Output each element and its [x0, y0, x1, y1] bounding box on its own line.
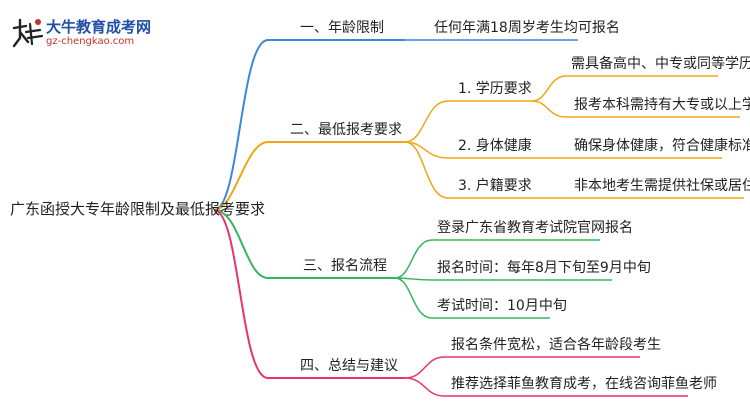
- connector-b4-c1: [404, 356, 445, 379]
- connector-b4-c2: [404, 377, 445, 397]
- branch-summary: 四、总结与建议: [300, 358, 398, 374]
- branch-registration-process: 三、报名流程: [303, 258, 387, 274]
- connector-b2-c1-g2: [531, 100, 567, 118]
- leaf-health-standard: 确保身体健康，符合健康标准: [574, 138, 750, 154]
- connector-b3-c1: [394, 239, 433, 279]
- node-hukou: 3. 户籍要求: [458, 178, 532, 194]
- node-recommend-feiyu: 推荐选择菲鱼教育成考，在线咨询菲鱼老师: [451, 376, 717, 392]
- logo-title: 大牛教育成考网: [46, 18, 152, 36]
- node-registration-time: 报名时间：每年8月下旬至9月中旬: [437, 260, 651, 276]
- connector-b3-c3: [394, 277, 433, 319]
- node-exam-time: 考试时间：10月中旬: [437, 298, 567, 314]
- branch-min-requirements: 二、最低报考要求: [290, 122, 402, 138]
- leaf-highschool: 需具备高中、中专或同等学历: [571, 56, 750, 72]
- leaf-social-security: 非本地考生需提供社保或居住证明: [574, 178, 750, 194]
- connector-root-b2: [213, 141, 269, 211]
- connector-b2-c1-g1: [531, 75, 567, 102]
- connector-b2-c1: [404, 100, 449, 143]
- root-node: 广东函授大专年龄限制及最低报考要求: [10, 200, 266, 218]
- connector-root-b4: [213, 209, 269, 379]
- leaf-bachelor-req: 报考本科需持有大专或以上学历: [574, 97, 750, 113]
- node-education-req: 1. 学历要求: [458, 81, 532, 97]
- connector-root-b1: [213, 39, 269, 211]
- node-easy-conditions: 报名条件宽松，适合各年龄段考生: [451, 337, 661, 353]
- connector-b2-c3: [404, 141, 449, 199]
- logo-url: gz-chengkao.com: [46, 36, 135, 47]
- branch-age-limit: 一、年龄限制: [300, 20, 384, 36]
- da-niu-mark-icon: [12, 18, 44, 48]
- site-logo[interactable]: 大牛教育成考网 gz-chengkao.com: [10, 14, 160, 54]
- node-health: 2. 身体健康: [458, 138, 532, 154]
- node-official-site: 登录广东省教育考试院官网报名: [437, 220, 633, 236]
- connector-root-b3: [213, 209, 269, 279]
- node-age-18: 任何年满18周岁考生均可报名: [434, 20, 620, 36]
